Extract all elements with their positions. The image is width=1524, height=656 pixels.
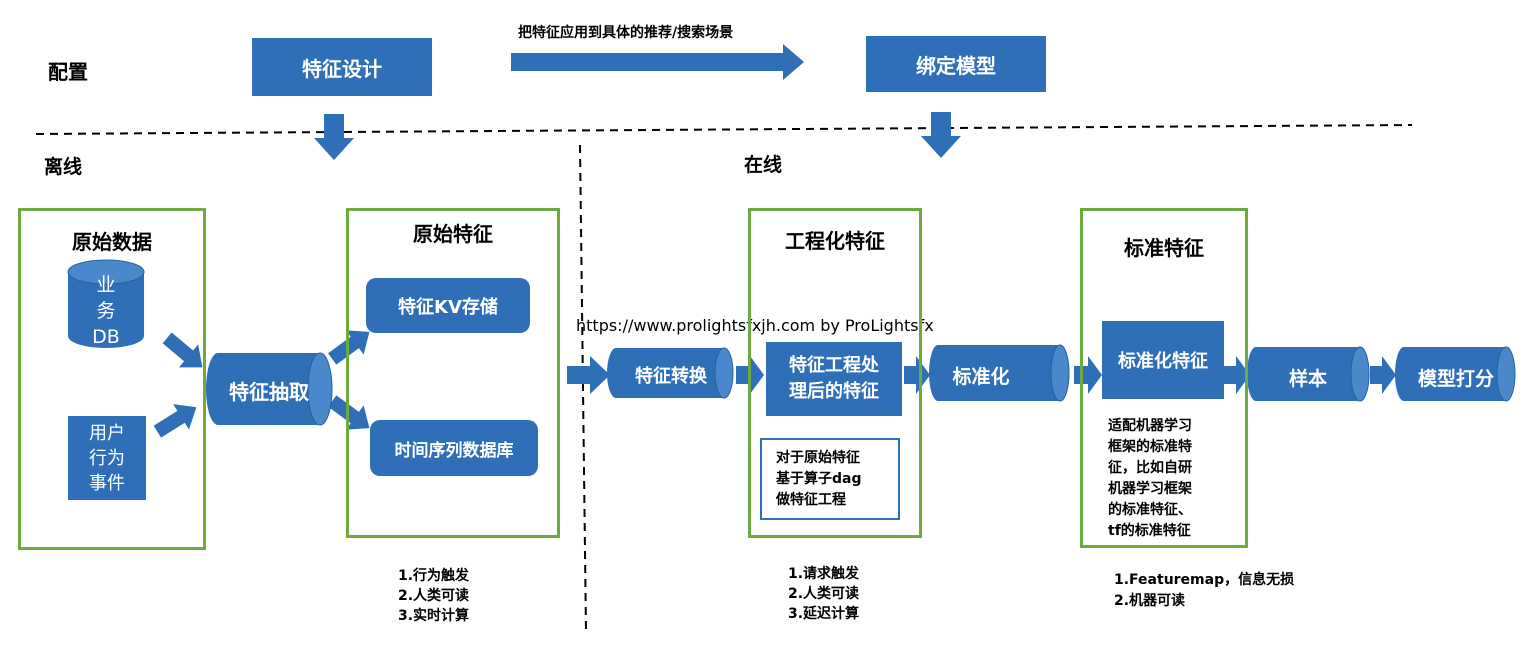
offline-note-3: 3.实时计算 bbox=[398, 608, 470, 624]
business-db-line-2: 务 bbox=[96, 300, 116, 322]
standard-desc-2: 框架的标准特 bbox=[1108, 439, 1192, 455]
user-events-line-2: 行为 bbox=[89, 447, 125, 469]
watermark-text: https://www.prolightsfxjh.com by ProLigh… bbox=[576, 316, 934, 335]
standard-desc-6: tf的标准特征 bbox=[1108, 523, 1191, 539]
bind-model-box: 绑定模型 bbox=[866, 36, 1046, 92]
standard-desc-4: 机器学习框架 bbox=[1108, 481, 1192, 497]
feature-convert-cylinder bbox=[607, 347, 734, 399]
normalize-label: 标准化 bbox=[952, 366, 1010, 388]
user-events-box: 用户 行为 事件 bbox=[68, 416, 146, 500]
normalize-cylinder bbox=[929, 344, 1070, 402]
sample-cylinder bbox=[1247, 346, 1370, 402]
standard-note-1: 1.Featuremap，信息无损 bbox=[1114, 572, 1295, 588]
config-separator-line bbox=[35, 124, 1413, 135]
standard-desc-3: 征，比如自研 bbox=[1108, 460, 1192, 476]
standard-notes: 1.Featuremap，信息无损 2.机器可读 bbox=[1114, 570, 1294, 612]
engineered-note-3: 3.延迟计算 bbox=[788, 606, 860, 622]
events-to-extract-arrow bbox=[153, 404, 197, 438]
feature-extract-label: 特征抽取 bbox=[229, 380, 309, 404]
apply-arrow-label: 把特征应用到具体的推荐/搜索场景 bbox=[518, 25, 734, 41]
offline-note-1: 1.行为触发 bbox=[398, 568, 470, 584]
feature-convert-label: 特征转换 bbox=[635, 366, 707, 387]
engineered-note-1: 1.请求触发 bbox=[788, 566, 860, 582]
bind-model-down-arrow bbox=[921, 112, 961, 158]
standard-desc-5: 的标准特征、 bbox=[1108, 502, 1192, 518]
normalize-to-standard-arrow bbox=[1074, 356, 1102, 394]
engineered-title: 工程化特征 bbox=[785, 229, 885, 253]
standard-title: 标准特征 bbox=[1124, 236, 1204, 260]
offline-notes: 1.行为触发 2.人类可读 3.实时计算 bbox=[398, 566, 469, 626]
user-events-line-1: 用户 bbox=[89, 422, 125, 444]
standard-desc: 适配机器学习 框架的标准特 征，比如自研 机器学习框架 的标准特征、 tf的标准… bbox=[1108, 416, 1192, 542]
raw-data-frame bbox=[18, 208, 206, 550]
user-events-line-3: 事件 bbox=[89, 472, 125, 494]
feature-extract-cylinder bbox=[206, 352, 333, 426]
engineered-frame bbox=[748, 208, 922, 538]
processed-line-2: 理后的特征 bbox=[789, 381, 879, 402]
model-scoring-cylinder bbox=[1395, 346, 1516, 402]
engineered-desc-box: 对于原始特征 基于算子dag 做特征工程 bbox=[760, 438, 900, 520]
raw-features-title: 原始特征 bbox=[413, 222, 493, 246]
apply-arrow bbox=[511, 44, 804, 80]
timeseries-db-box: 时间序列数据库 bbox=[370, 420, 538, 476]
business-db-line-3: DB bbox=[92, 326, 120, 348]
raw-data-title: 原始数据 bbox=[72, 230, 152, 254]
model-scoring-label: 模型打分 bbox=[1417, 368, 1494, 390]
offline-label: 离线 bbox=[44, 156, 83, 178]
processed-features-box: 特征工程处 理后的特征 bbox=[766, 342, 902, 416]
standard-note-2: 2.机器可读 bbox=[1114, 593, 1186, 609]
processed-line-1: 特征工程处 bbox=[789, 355, 879, 376]
raw-to-convert-arrow bbox=[567, 356, 610, 394]
engineered-desc-1: 对于原始特征 bbox=[776, 450, 860, 466]
engineered-desc-2: 基于算子dag bbox=[776, 471, 862, 487]
standard-to-sample-arrow bbox=[1224, 356, 1250, 394]
business-db-line-1: 业 bbox=[96, 274, 116, 296]
config-label: 配置 bbox=[48, 60, 88, 84]
db-to-extract-arrow bbox=[162, 332, 203, 368]
feature-design-box: 特征设计 bbox=[252, 38, 432, 96]
online-label: 在线 bbox=[744, 154, 783, 176]
business-db-cylinder bbox=[67, 259, 145, 348]
sample-label: 样本 bbox=[1288, 368, 1327, 390]
sample-to-scoring-arrow bbox=[1370, 356, 1396, 394]
standardized-features-box: 标准化特征 bbox=[1102, 321, 1224, 399]
engineered-note-2: 2.人类可读 bbox=[788, 586, 860, 602]
standard-frame bbox=[1080, 208, 1248, 548]
raw-features-frame bbox=[346, 208, 560, 538]
kv-store-box: 特征KV存储 bbox=[366, 278, 530, 333]
engineered-desc-3: 做特征工程 bbox=[776, 492, 846, 508]
business-db-label: 业 务 DB bbox=[68, 272, 144, 350]
offline-online-separator-line bbox=[579, 144, 587, 633]
engineering-to-normalize-arrow bbox=[904, 356, 930, 394]
engineered-notes: 1.请求触发 2.人类可读 3.延迟计算 bbox=[788, 564, 859, 624]
standard-desc-1: 适配机器学习 bbox=[1108, 418, 1192, 434]
offline-note-2: 2.人类可读 bbox=[398, 588, 470, 604]
feature-design-down-arrow bbox=[314, 114, 354, 160]
